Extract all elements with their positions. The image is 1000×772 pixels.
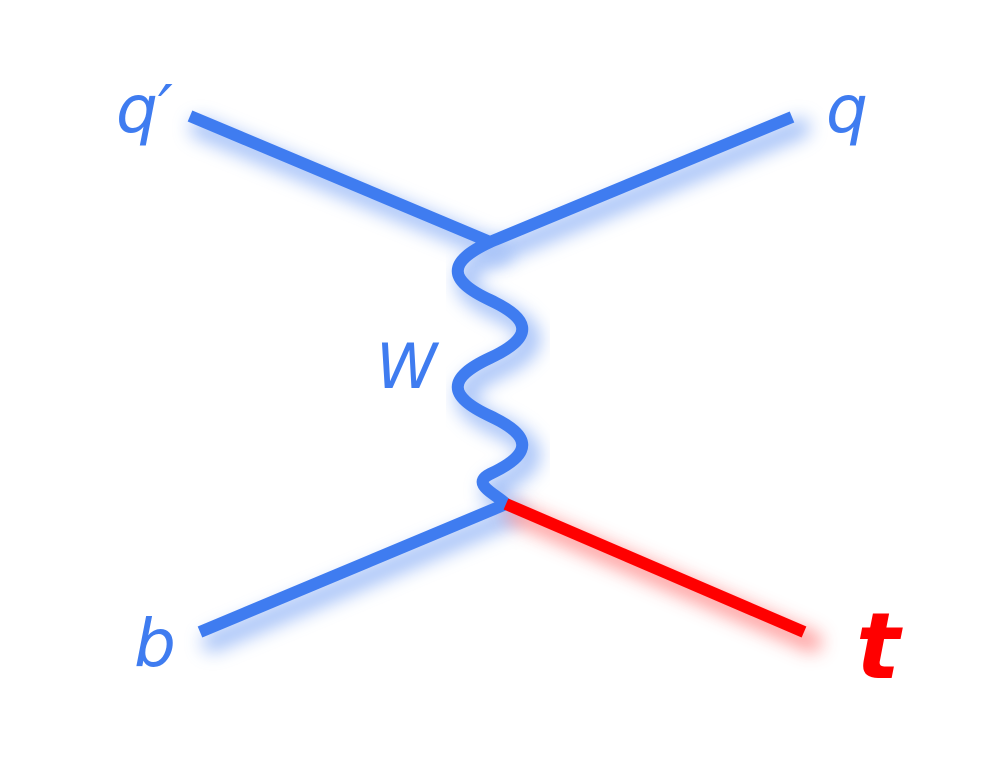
- b-line-glow: [202, 504, 526, 652]
- q-prime-line: [187, 110, 493, 248]
- w-label: W: [376, 330, 440, 403]
- t-label: t: [856, 593, 903, 700]
- q-label: q: [826, 71, 868, 148]
- glow-layer: [190, 118, 822, 652]
- q-line: [487, 111, 795, 248]
- b-label: b: [134, 605, 176, 682]
- particle-labels: q′ q b t W: [116, 71, 903, 700]
- propagator-lines: [187, 110, 807, 638]
- b-line: [197, 498, 509, 638]
- q-prime-label: q′: [116, 71, 173, 148]
- q-line-glow: [490, 118, 810, 262]
- t-line: [503, 498, 807, 638]
- w-propagator: [452, 236, 528, 510]
